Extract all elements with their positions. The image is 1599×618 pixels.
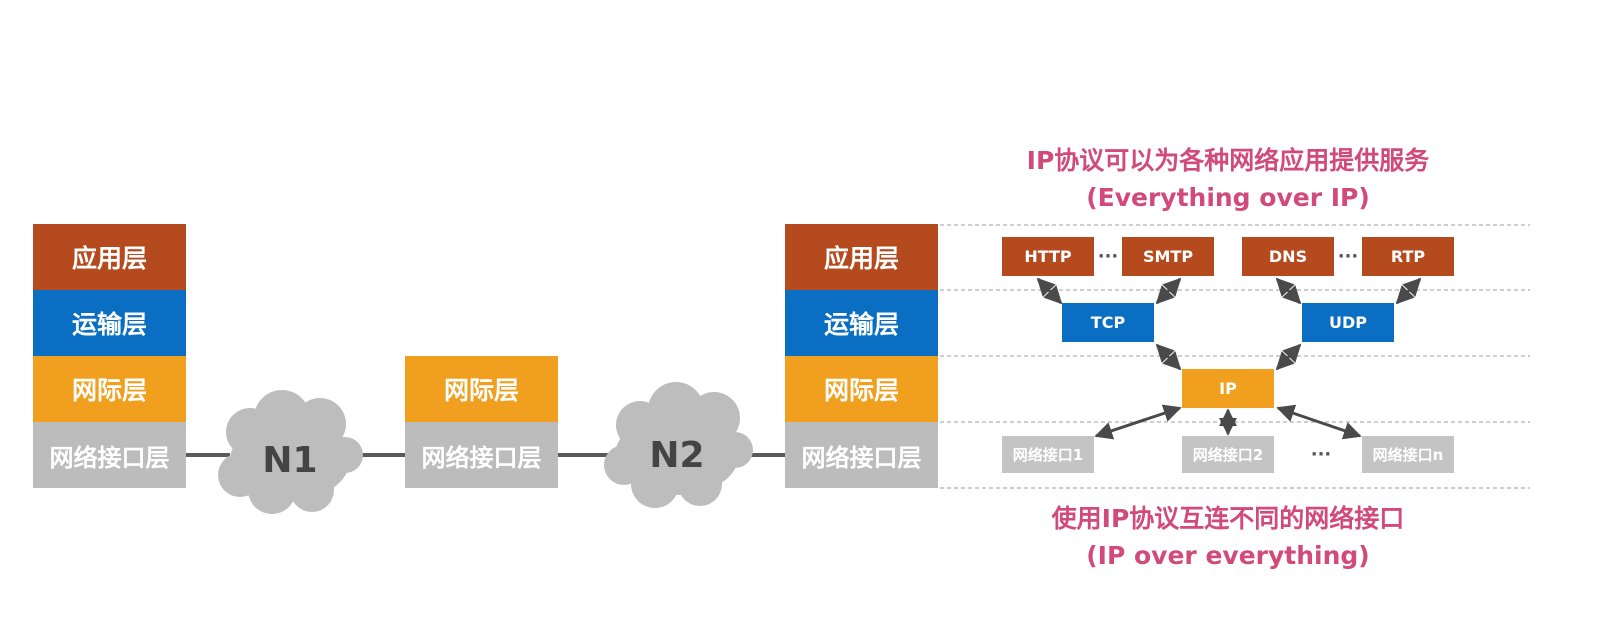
right-host-transport-layer: 运输层: [785, 290, 938, 356]
right-host-network-layer: 网际层: [785, 356, 938, 422]
interface-n: 网络接口n: [1362, 436, 1454, 473]
interface-1: 网络接口1: [1002, 436, 1094, 473]
caption-top: IP协议可以为各种网络应用提供服务 (Everything over IP): [968, 142, 1488, 216]
arrow-ip-if1: [1094, 404, 1182, 440]
router-link-layer: 网络接口层: [405, 422, 558, 488]
arrow-dns-udp: [1275, 277, 1302, 305]
protocol-udp: UDP: [1302, 303, 1394, 342]
protocol-http: HTTP: [1002, 237, 1094, 276]
arrow-rtp-udp: [1395, 277, 1422, 305]
caption-bottom: 使用IP协议互连不同的网络接口 (IP over everything): [968, 500, 1488, 574]
caption-top-line2: (Everything over IP): [1086, 183, 1370, 212]
protocol-smtp: SMTP: [1122, 237, 1214, 276]
interface-ellipsis: ···: [1310, 444, 1332, 465]
right-host-app-layer: 应用层: [785, 224, 938, 290]
caption-bottom-line2: (IP over everything): [1086, 541, 1370, 570]
arrow-smtp-tcp: [1155, 277, 1182, 305]
protocol-rtp: RTP: [1362, 237, 1454, 276]
protocol-tcp: TCP: [1062, 303, 1154, 342]
app-ellipsis-2: ···: [1337, 246, 1359, 267]
arrow-tcp-ip: [1155, 343, 1182, 371]
caption-bottom-line1: 使用IP协议互连不同的网络接口: [1051, 504, 1405, 533]
left-host-transport-layer: 运输层: [33, 290, 186, 356]
cloud-n2-icon: [604, 382, 753, 508]
left-host-network-layer: 网际层: [33, 356, 186, 422]
arrow-ip-ifn: [1276, 404, 1362, 440]
router-network-layer: 网际层: [405, 356, 558, 422]
protocol-arrows: [1036, 277, 1422, 440]
caption-top-line1: IP协议可以为各种网络应用提供服务: [1026, 146, 1430, 175]
interface-2: 网络接口2: [1182, 436, 1274, 473]
right-host-link-layer: 网络接口层: [785, 422, 938, 488]
arrow-http-tcp: [1036, 277, 1063, 305]
protocol-ip: IP: [1182, 369, 1274, 408]
protocol-dns: DNS: [1242, 237, 1334, 276]
cloud-n1-label: N1: [262, 439, 318, 481]
app-ellipsis-1: ···: [1097, 246, 1119, 267]
cloud-n1-icon: [218, 390, 363, 514]
left-host-app-layer: 应用层: [33, 224, 186, 290]
cloud-n2-label: N2: [649, 434, 705, 476]
left-host-link-layer: 网络接口层: [33, 422, 186, 488]
arrow-udp-ip: [1275, 343, 1302, 371]
